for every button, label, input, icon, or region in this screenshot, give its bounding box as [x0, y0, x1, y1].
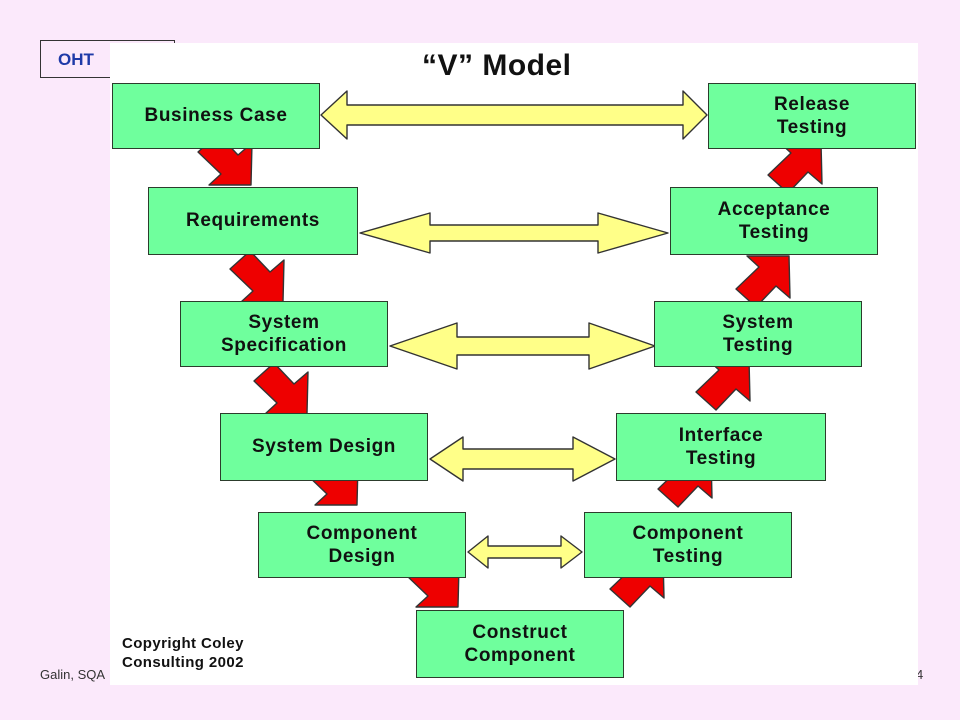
link-arrows	[320, 90, 708, 569]
link-arrow-component-design-testing	[467, 535, 583, 569]
link-arrow-specification-system	[389, 322, 656, 370]
stage-component-testing: Component Testing	[584, 512, 792, 578]
stage-interface-testing: Interface Testing	[616, 413, 826, 481]
flow-arrow-3	[253, 362, 309, 415]
flow-arrow-10	[767, 141, 823, 194]
flow-arrow-2	[229, 250, 285, 303]
link-arrow-requirements-acceptance	[359, 212, 669, 254]
stage-business-case: Business Case	[112, 83, 320, 149]
stage-system-testing: System Testing	[654, 301, 862, 367]
link-arrow-business-release	[320, 90, 708, 140]
stage-acceptance-testing: Acceptance Testing	[670, 187, 878, 255]
footer-source: Galin, SQA	[40, 667, 106, 682]
stage-system-design: System Design	[220, 413, 428, 481]
diagram-title: “V” Model	[422, 49, 572, 82]
page-number: 4	[916, 667, 924, 682]
v-model-diagram: “V” Model Business Case Requirements Sys…	[110, 43, 918, 685]
stage-release-testing: Release Testing	[708, 83, 916, 149]
stage-system-specification: System Specification	[180, 301, 388, 367]
flow-arrow-8	[695, 358, 751, 411]
link-arrow-design-interface	[429, 436, 616, 482]
stage-requirements: Requirements	[148, 187, 358, 255]
stage-construct-component: Construct Component	[416, 610, 624, 678]
copyright-notice: Copyright Coley Consulting 2002	[122, 635, 244, 671]
flow-arrow-9	[735, 255, 791, 308]
stage-component-design: Component Design	[258, 512, 466, 578]
